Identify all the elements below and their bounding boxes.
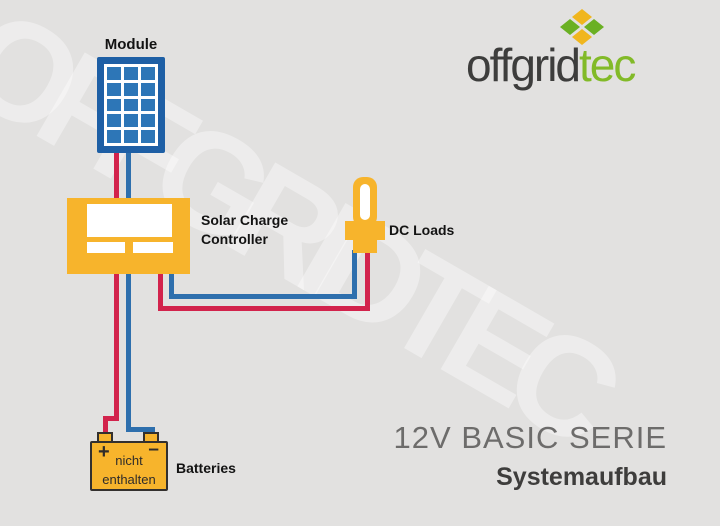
solar-cell — [141, 98, 155, 112]
solar-panel-grid — [104, 64, 158, 146]
solar-cell — [141, 67, 155, 80]
logo-wordmark: offgridtec — [466, 38, 636, 92]
solar-cell — [107, 98, 121, 112]
series-title: 12V BASIC SERIE — [393, 420, 667, 455]
controller-label: Solar Charge Controller — [201, 211, 288, 249]
controller-display — [87, 204, 172, 237]
dc-load-lamp — [353, 177, 377, 227]
logo-text-tec: tec — [579, 39, 636, 91]
charge-controller — [67, 198, 190, 274]
solar-cell — [124, 98, 138, 112]
wire-module-blue — [126, 148, 131, 203]
wire-battery-blue-v1 — [126, 270, 131, 432]
wire-load-red-v2 — [365, 250, 370, 311]
controller-button-left — [87, 242, 125, 253]
solar-cell — [124, 67, 138, 80]
wire-load-blue-h — [169, 294, 357, 299]
plus-icon: + — [98, 441, 110, 463]
battery: + – nicht enthalten — [90, 439, 168, 491]
dc-load-lamp-base — [353, 240, 377, 253]
controller-label-line1: Solar Charge — [201, 212, 289, 228]
battery-note-line2: enthalten — [102, 472, 156, 487]
controller-button-right — [133, 242, 173, 253]
series-subtitle: Systemaufbau — [496, 463, 667, 491]
solar-cell — [107, 82, 121, 96]
wire-load-red-h — [158, 306, 370, 311]
module-label: Module — [104, 36, 158, 53]
solar-cell — [107, 130, 121, 143]
solar-cell — [141, 114, 155, 128]
dc-load-lamp-collar — [345, 221, 385, 240]
wire-battery-red-h — [103, 416, 119, 421]
solar-cell — [141, 130, 155, 143]
wire-load-blue-v2 — [352, 250, 357, 299]
solar-module — [97, 57, 165, 153]
wire-battery-blue-h — [126, 427, 155, 432]
wire-battery-red-v2 — [103, 416, 108, 440]
title-block: 12V BASIC SERIE Systemaufbau — [394, 420, 667, 492]
wire-battery-red-v1 — [114, 270, 119, 421]
batteries-label: Batteries — [176, 460, 236, 476]
battery-note-line1: nicht — [115, 453, 143, 468]
battery-note: nicht enthalten — [92, 451, 166, 489]
solar-cell — [107, 114, 121, 128]
controller-label-line2: Controller — [201, 231, 268, 247]
solar-cell — [124, 130, 138, 143]
wire-load-blue-v1 — [169, 270, 174, 299]
logo-diamond-icon — [560, 9, 604, 45]
solar-cell — [124, 82, 138, 96]
dc-loads-label: DC Loads — [389, 222, 455, 238]
wire-module-red — [114, 148, 119, 203]
logo-text-offgrid: offgrid — [466, 39, 581, 91]
solar-cell — [141, 82, 155, 96]
dc-load-lamp-slot — [360, 184, 370, 220]
minus-icon: – — [148, 439, 159, 460]
wire-load-red-v1 — [158, 270, 163, 311]
solar-cell — [124, 114, 138, 128]
solar-cell — [107, 67, 121, 80]
